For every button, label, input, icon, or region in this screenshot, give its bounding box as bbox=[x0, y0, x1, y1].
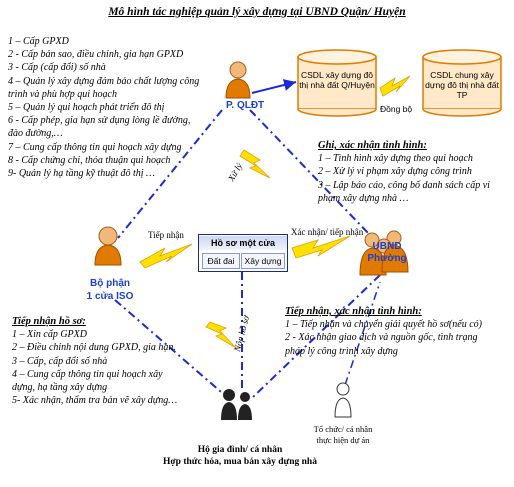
database-city-label-box: CSDL chung xây dựng đô thị nhà đất TP bbox=[423, 70, 501, 106]
phuong-receive-list: Tiếp nhận, xác nhận tình hình: 1 – Tiếp … bbox=[285, 305, 482, 358]
database-city-label: CSDL chung xây dựng đô thị nhà đất TP bbox=[425, 70, 499, 100]
page-title: Mô hình tác nghiệp quản lý xây dựng tại … bbox=[108, 6, 406, 18]
qldt-task: đào đường,… bbox=[8, 128, 63, 140]
lightning-sync-icon bbox=[379, 75, 411, 97]
phuong-monitor-item: 3 – Lập báo cáo, công bố danh sách cấp v… bbox=[318, 179, 490, 191]
phuong-monitor-heading: Ghi, xác nhận tình hình: bbox=[318, 140, 427, 151]
onedoor-receive-item: 2 – Điều chỉnh nội dung GPXD, gia hạn. bbox=[12, 342, 176, 354]
edge-label-tiep-nhan: Tiếp nhận bbox=[148, 230, 184, 240]
phuong-receive-item: pháp lý công trình xây dựng bbox=[285, 345, 398, 357]
household-label-line2: Hợp thức hóa, mua bán xây dựng nhà bbox=[163, 457, 317, 467]
person-qldt-icon bbox=[225, 61, 251, 99]
person-household-icon bbox=[221, 389, 252, 420]
phuong-receive-item: 1 – Tiếp nhận và chuyển giải quyết hồ sơ… bbox=[285, 319, 482, 331]
tab-dat-dai[interactable]: Đất đai bbox=[202, 253, 240, 269]
database-local-icon bbox=[297, 49, 377, 117]
tab-xay-dung[interactable]: Xây dựng bbox=[241, 253, 285, 269]
database-city-icon bbox=[422, 49, 502, 117]
lightning-xacnhan-icon bbox=[291, 235, 351, 259]
phuong-monitor-item: 1 – Tình hình xây dựng theo qui hoạch bbox=[318, 153, 473, 165]
lightning-nophoso-icon bbox=[205, 321, 237, 349]
sync-label: Đồng bộ bbox=[380, 104, 413, 114]
onedoor-receive-item: 1 – Xin cấp GPXD bbox=[12, 329, 87, 341]
qldt-task-list: 1 – Cấp GPXD 2 - Cấp bản sao, điều chỉnh… bbox=[8, 35, 199, 180]
onedoor-receive-heading: Tiếp nhận hồ sơ: bbox=[12, 316, 86, 327]
lightning-xuly-icon bbox=[239, 149, 271, 179]
phuong-label: UBND Phường bbox=[367, 241, 407, 265]
qldt-label: P. QLĐT bbox=[226, 100, 265, 111]
qldt-task: 8 - Cấp chứng chỉ, thỏa thuận qui hoạch bbox=[8, 154, 171, 166]
phuong-monitor-item: phạm xây dựng nhà … bbox=[318, 192, 409, 204]
org-label-line2: thực hiện dự án bbox=[316, 435, 370, 445]
qldt-task: 7 – Cung cấp thông tin qui hoạch xây dựn… bbox=[8, 141, 182, 153]
phuong-receive-item: 2 - Xác nhận giao dịch và nguồn gốc, tìn… bbox=[285, 332, 478, 344]
onedoor-label-line2: 1 cửa ISO bbox=[86, 291, 134, 302]
onedoor-receive-item: dựng, hạ tầng xây dựng bbox=[12, 382, 108, 394]
database-local-label-box: CSDL xây dựng đô thị nhà đất Q/Huyện bbox=[298, 70, 376, 106]
phuong-monitor-list: Ghi, xác nhận tình hình: 1 – Tình hình x… bbox=[318, 139, 490, 205]
person-org-icon bbox=[334, 382, 352, 418]
qldt-task: 6 - Cấp phép, gia hạn sử dụng lòng lề đư… bbox=[8, 115, 191, 127]
phuong-receive-heading: Tiếp nhận, xác nhận tình hình: bbox=[285, 306, 422, 317]
qldt-task: 5 – Quản lý qui hoạch phát triển đô thị bbox=[8, 102, 165, 114]
household-label: Hộ gia đình/ cá nhân Hợp thức hóa, mua b… bbox=[130, 444, 350, 468]
org-label: Tổ chức/ cá nhân thực hiện dự án bbox=[295, 424, 391, 446]
qldt-task: 3 - Cấp (cấp đổi) số nhà bbox=[8, 62, 106, 74]
onedoor-label: Bộ phận 1 cửa ISO bbox=[82, 277, 138, 303]
phuong-label-line2: Phường bbox=[367, 253, 407, 264]
onedoor-receive-list: Tiếp nhận hồ sơ: 1 – Xin cấp GPXD 2 – Đi… bbox=[12, 315, 177, 407]
person-group-phuong-icon bbox=[359, 230, 409, 276]
onedoor-receive-item: 3 – Cấp, cấp đổi số nhà bbox=[12, 355, 108, 367]
one-door-record-box[interactable]: Hồ sơ một cửa Đất đai Xây dựng bbox=[198, 234, 288, 272]
phuong-label-line1: UBND bbox=[372, 241, 402, 252]
onedoor-receive-item: 5- Xác nhận, thẩm tra bản vẽ xây dựng… bbox=[12, 395, 178, 407]
connector-qldt-phuong bbox=[249, 109, 371, 236]
connector-onedoor-household bbox=[114, 299, 229, 399]
phuong-monitor-item: 2 – Xử lý vi phạm xây dựng công trình bbox=[318, 166, 472, 178]
qldt-task: 2 - Cấp bản sao, điều chỉnh, gia hạn GPX… bbox=[8, 49, 184, 61]
database-local-label: CSDL xây dựng đô thị nhà đất Q/Huyện bbox=[299, 70, 375, 90]
one-door-record-title: Hồ sơ một cửa bbox=[199, 236, 287, 250]
onedoor-receive-item: 4 – Cung cấp thông tin qui hoạch xây bbox=[12, 368, 163, 380]
qldt-task: trình và phù hợp qui hoạch bbox=[8, 88, 117, 100]
lightning-tiepnhan-icon bbox=[139, 243, 193, 269]
household-label-line1: Hộ gia đình/ cá nhân bbox=[197, 445, 283, 455]
qldt-task: 9- Quản lý hạ tầng kỹ thuật đô thị … bbox=[8, 168, 155, 180]
onedoor-label-line1: Bộ phận bbox=[90, 278, 130, 289]
edge-label-xac-nhan-tiep-nhan: Xác nhận/ tiếp nhận bbox=[291, 227, 364, 237]
connector-org-phuong bbox=[344, 281, 381, 386]
qldt-task: 4 – Quản lý xây dựng đảm bảo chất lượng … bbox=[8, 75, 200, 87]
org-label-line1: Tổ chức/ cá nhân bbox=[313, 424, 373, 434]
qldt-task: 1 – Cấp GPXD bbox=[8, 36, 69, 47]
person-onedoor-icon bbox=[94, 226, 122, 266]
connector-phuong-household bbox=[251, 274, 381, 399]
connector-qldt-db bbox=[251, 79, 297, 94]
